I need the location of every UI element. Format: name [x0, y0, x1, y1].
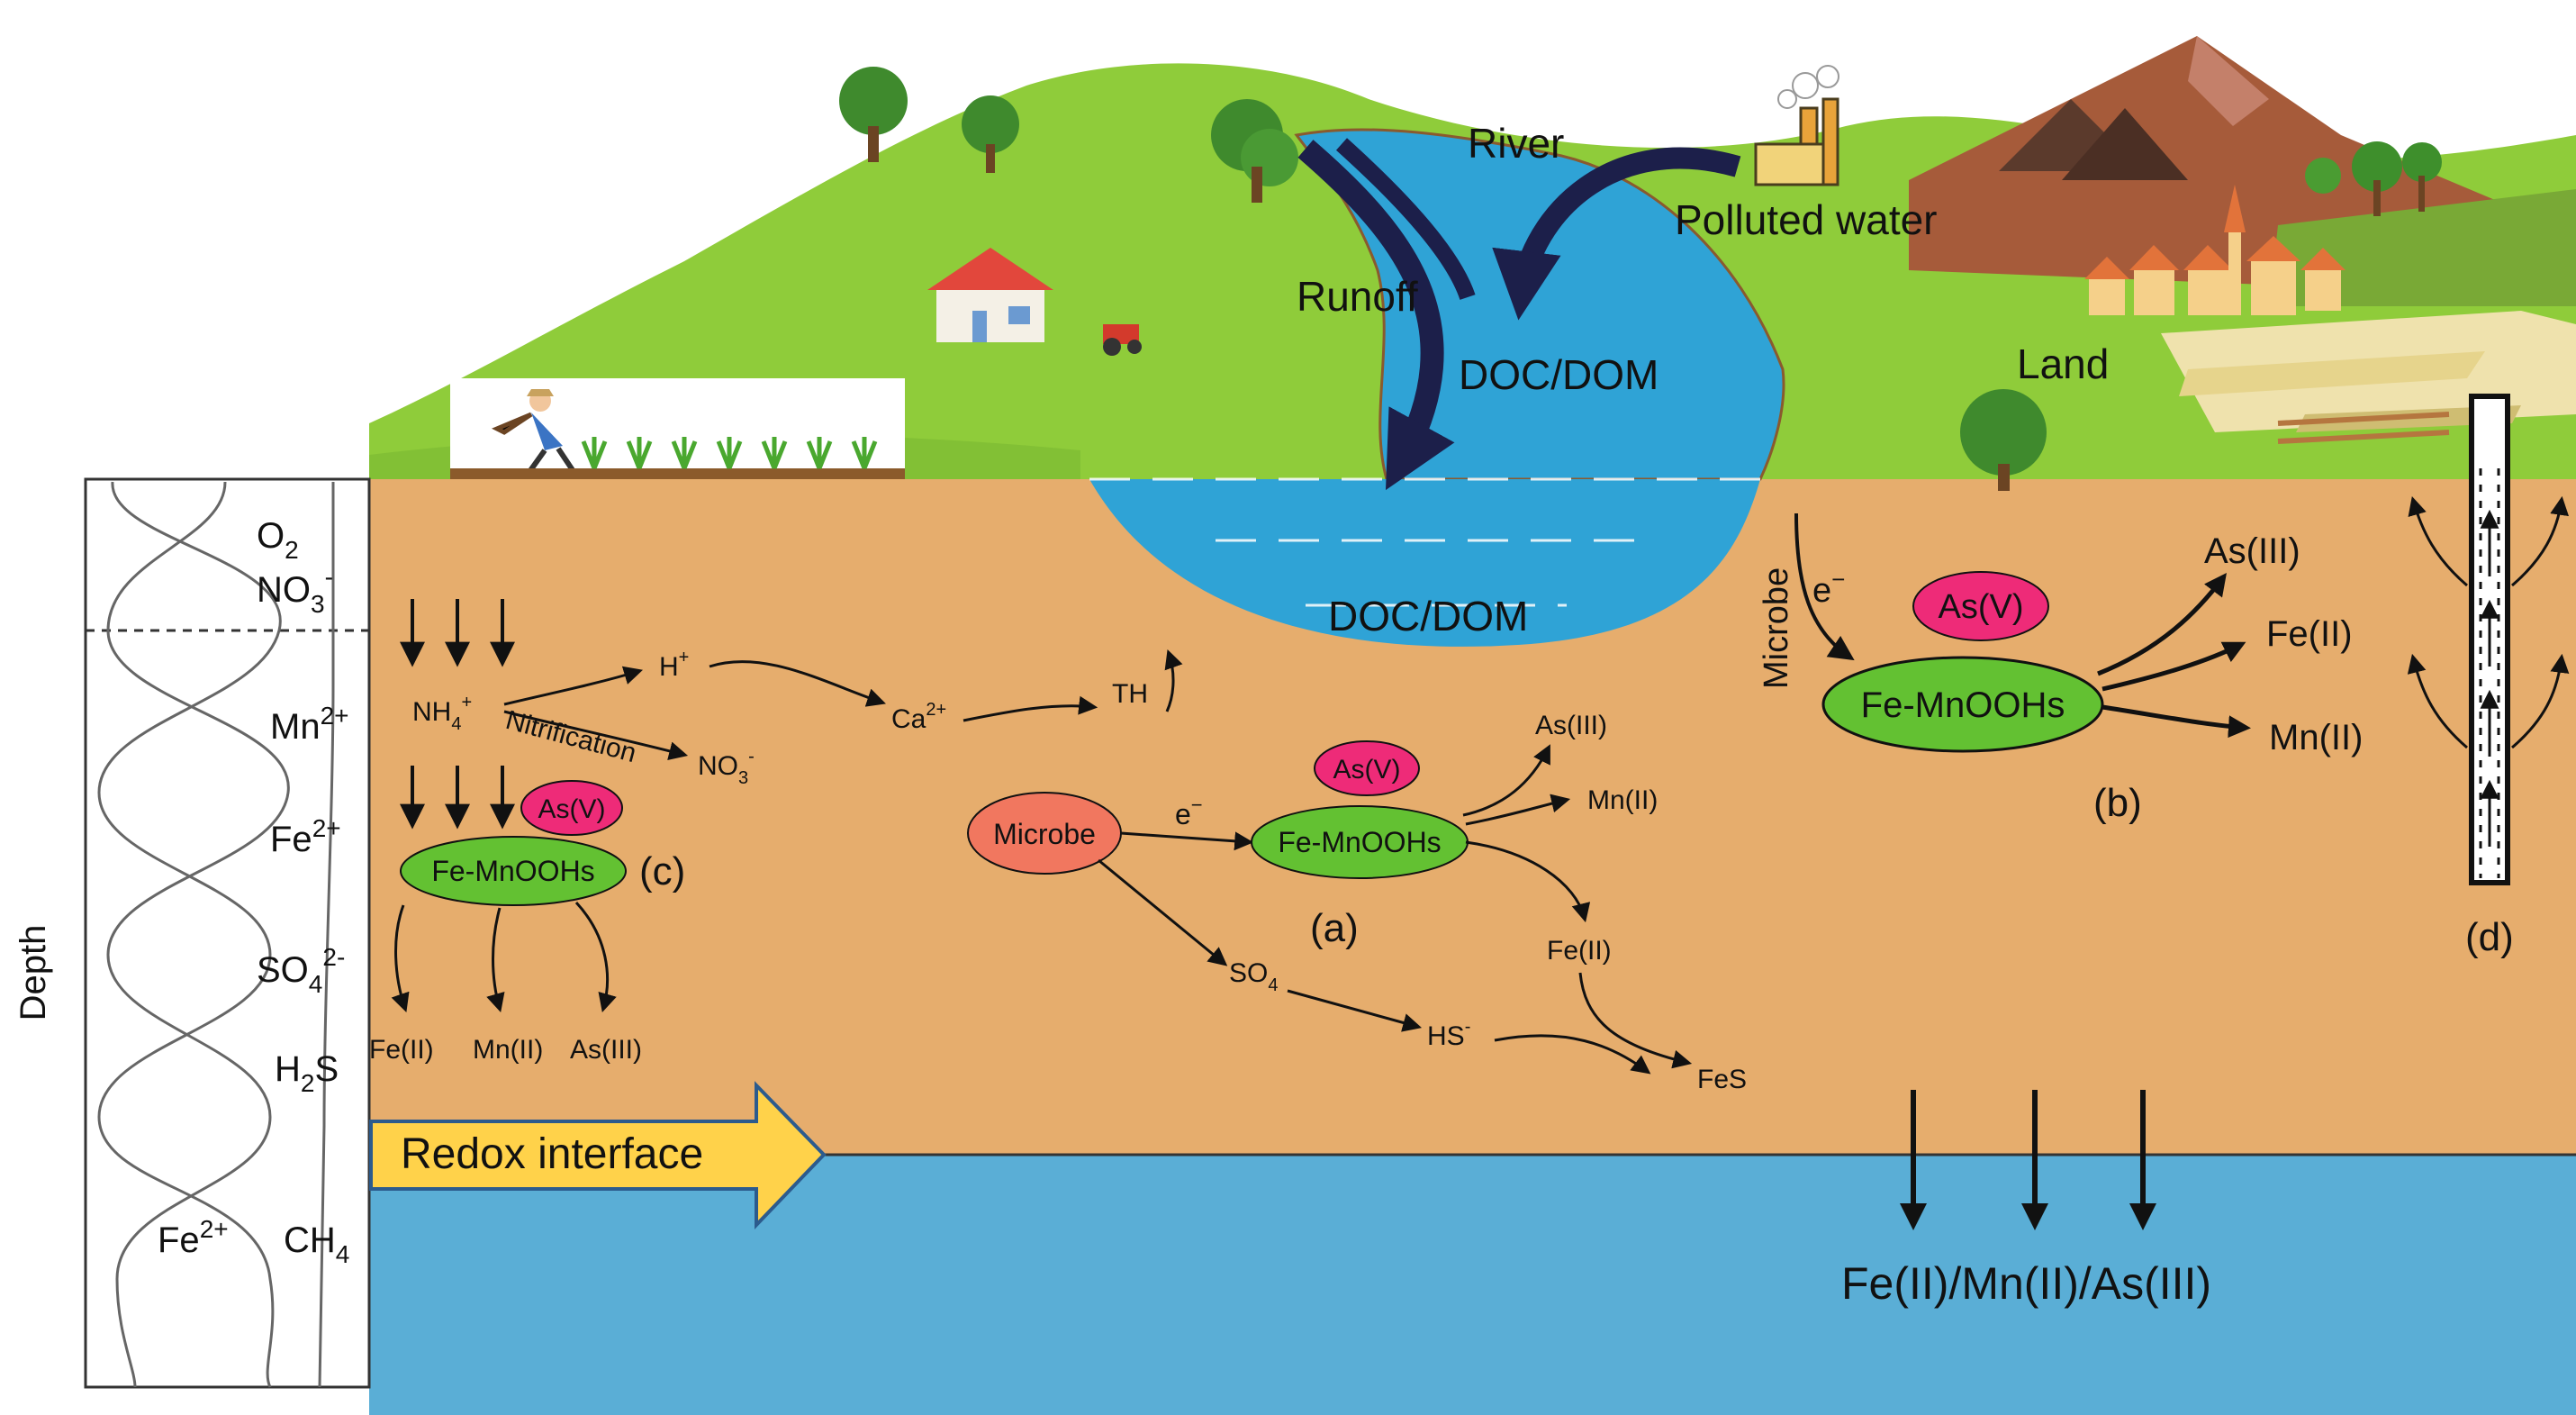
tractor-icon — [1103, 324, 1142, 356]
panel-b-label: (b) — [2093, 781, 2142, 825]
doc-dom-lake-label: DOC/DOM — [1328, 593, 1528, 639]
river-label: River — [1468, 120, 1564, 167]
nh4-label: NH4+ — [412, 693, 472, 734]
panel-a: Microbe e− As(V) Fe-MnOOHs As(III) Mn(II… — [967, 711, 1747, 1094]
as-v-label-a: As(V) — [1333, 755, 1401, 785]
species-no3: NO3- — [257, 563, 333, 618]
village-icon — [2084, 141, 2576, 444]
species-mn2: Mn2+ — [270, 702, 349, 747]
hs-label-a: HS- — [1427, 1017, 1470, 1051]
so4-label-a: SO4 — [1229, 958, 1278, 995]
as-v-label-c: As(V) — [538, 794, 606, 824]
as-iii-label-b: As(III) — [2204, 531, 2300, 571]
tree-icon — [962, 95, 1019, 173]
runoff-label: Runoff — [1297, 273, 1418, 320]
mn-ii-product-c: Mn(II) — [473, 1035, 543, 1065]
groundwater-arrows — [1900, 1090, 2156, 1230]
species-so4: SO42- — [257, 943, 345, 998]
groundwater-layer — [369, 1155, 2576, 1415]
electron-label-b: e− — [1812, 566, 1845, 610]
panel-b: Microbe e− As(V) Fe-MnOOHs As(III) Fe(II… — [1758, 512, 2363, 825]
ca-label: Ca2+ — [891, 700, 946, 734]
well-icon — [2407, 394, 2570, 885]
mn-ii-label-b: Mn(II) — [2269, 718, 2363, 757]
species-o2: O2 — [257, 516, 299, 564]
as-v-badge-c — [520, 780, 623, 836]
microbe-label-a: Microbe — [993, 818, 1096, 850]
depth-profile — [84, 477, 371, 1389]
redox-interface-arrow — [369, 1081, 827, 1229]
fe-mn-oval-b — [1821, 656, 2104, 753]
profile-species-list: O2 NO3- Mn2+ Fe2+ SO42- H2S Fe2+ CH4 — [158, 516, 349, 1268]
fe-mn-label-b: Fe-MnOOHs — [1861, 685, 2065, 725]
redox-interface-label: Redox interface — [401, 1130, 703, 1178]
no3-label: NO3- — [698, 747, 755, 788]
fes-label-a: FeS — [1697, 1065, 1747, 1094]
fe-ii-product-c: Fe(II) — [369, 1035, 434, 1065]
crop-row-icon — [581, 437, 878, 469]
th-label: TH — [1112, 679, 1148, 709]
tree-icon — [1960, 389, 2047, 491]
as-iii-label-a: As(III) — [1535, 711, 1607, 740]
factory-icon — [1754, 65, 1839, 186]
fe-mn-oval-c — [400, 836, 627, 906]
farmer-icon — [450, 378, 905, 479]
doc-dom-river-label: DOC/DOM — [1459, 351, 1659, 398]
lake — [1089, 479, 1760, 647]
polluted-water-arrow — [1492, 147, 1741, 321]
tree-icon — [839, 67, 908, 162]
panel-c-label: (c) — [639, 849, 685, 893]
fe-mn-label-c: Fe-MnOOHs — [431, 855, 594, 887]
runoff-arrow — [1297, 140, 1455, 491]
panel-c: NH4+ Nitrification NO3- H+ Ca2+ TH As(V)… — [369, 599, 1183, 1065]
groundwater-species-label: Fe(II)/Mn(II)/As(III) — [1841, 1258, 2211, 1309]
mn-ii-label-a: Mn(II) — [1587, 785, 1658, 815]
microbe-vertical-label: Microbe — [1758, 567, 1795, 689]
panel-d-label: (d) — [2465, 915, 2514, 959]
species-h2s: H2S — [275, 1049, 339, 1097]
fe-ii-label-a: Fe(II) — [1547, 936, 1612, 966]
as-v-label-b: As(V) — [1939, 588, 2024, 626]
species-fe2-deep: Fe2+ — [158, 1215, 229, 1260]
as-v-badge-a — [1314, 740, 1420, 796]
panel-a-label: (a) — [1310, 906, 1359, 950]
land-label: Land — [2017, 340, 2109, 387]
house-icon — [927, 248, 1053, 342]
species-ch4: CH4 — [284, 1220, 349, 1268]
as-iii-product-c: As(III) — [570, 1035, 642, 1065]
polluted-water-label: Polluted water — [1675, 196, 1938, 243]
electron-label-a: e− — [1175, 794, 1203, 830]
as-v-badge-b — [1912, 571, 2049, 641]
fe-mn-label-a: Fe-MnOOHs — [1278, 826, 1441, 858]
fe-ii-label-b: Fe(II) — [2266, 614, 2353, 654]
h-plus-label: H+ — [659, 648, 689, 682]
species-fe2: Fe2+ — [270, 814, 341, 859]
tree-icon — [1211, 99, 1298, 203]
depth-axis-label: Depth — [14, 925, 53, 1021]
runoff-arrow-2 — [1335, 138, 1476, 300]
